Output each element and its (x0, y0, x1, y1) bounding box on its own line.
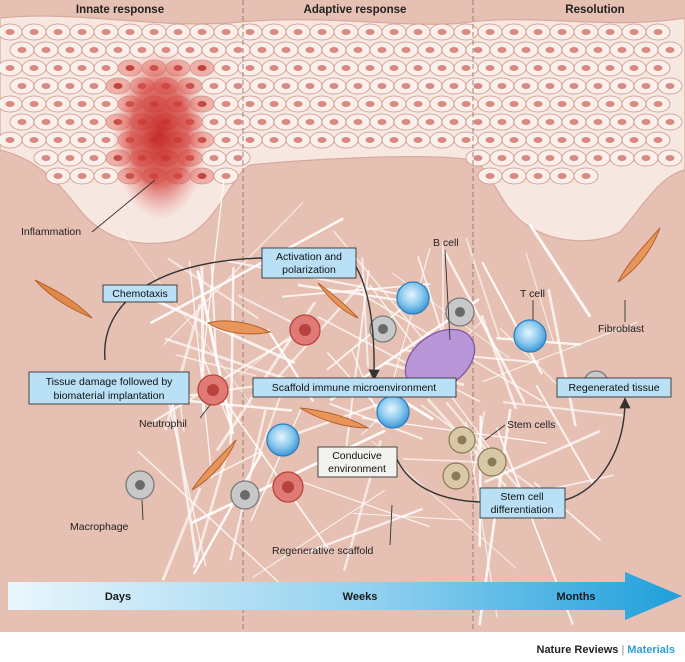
timeline-arrow (8, 572, 682, 620)
svg-text:environment: environment (328, 463, 386, 475)
svg-text:Conducive: Conducive (332, 450, 382, 462)
timeline-days: Days (105, 591, 131, 603)
box-tissue-damage: Tissue damage followed by biomaterial im… (28, 371, 190, 405)
svg-text:Stem cell: Stem cell (500, 491, 543, 503)
timeline-months: Months (556, 591, 595, 603)
svg-text:biomaterial implantation: biomaterial implantation (54, 390, 165, 402)
label-inflammation: Inflammation (21, 226, 81, 238)
svg-text:polarization: polarization (282, 264, 336, 276)
svg-text:Regenerated tissue: Regenerated tissue (568, 382, 659, 394)
box-stem-cell-differentiation: Stem cell differentiation (479, 487, 566, 519)
neutrophils (197, 314, 321, 503)
box-regenerated-tissue: Regenerated tissue (556, 377, 672, 398)
cycle-arrow-top (354, 264, 380, 381)
svg-text:differentiation: differentiation (491, 504, 554, 516)
credit-journal: Nature Reviews (536, 644, 619, 656)
macrophages (125, 297, 609, 510)
label-fibroblast: Fibroblast (598, 323, 644, 335)
fibroblast-cell (34, 227, 661, 491)
label-neutrophil: Neutrophil (139, 418, 187, 430)
box-conducive-environment: Conducive environment (317, 446, 398, 478)
t-cells (266, 281, 547, 457)
leader-lines (91, 179, 626, 546)
label-macrophage: Macrophage (70, 521, 129, 533)
timeline-weeks: Weeks (343, 591, 378, 603)
credit-separator: | (621, 644, 625, 656)
white-footer (0, 632, 685, 662)
cycle-arrow-bottom (394, 454, 481, 503)
epithelial-cells (0, 23, 683, 185)
label-t-cell: T cell (520, 288, 545, 300)
svg-text:Activation and: Activation and (276, 251, 342, 263)
regenerative-scaffold-fibers (120, 179, 638, 626)
svg-text:Chemotaxis: Chemotaxis (112, 288, 167, 300)
box-activation: Activation and polarization (261, 247, 357, 279)
cycle-arrow-right (564, 397, 631, 501)
inflammation-zone (112, 50, 208, 220)
label-stem-cells: Stem cells (507, 419, 555, 431)
label-b-cell: B cell (433, 237, 459, 249)
phase-innate: Innate response (76, 4, 164, 16)
stem-cells (442, 426, 507, 490)
phase-resolution: Resolution (565, 4, 624, 16)
journal-credit: Nature Reviews|Materials (537, 644, 676, 656)
svg-text:Scaffold immune microenvironme: Scaffold immune microenvironment (272, 382, 436, 394)
phase-adaptive: Adaptive response (304, 4, 407, 16)
box-scaffold-environment: Scaffold immune microenvironment (252, 377, 457, 398)
credit-section: Materials (627, 644, 675, 656)
svg-text:Tissue damage followed by: Tissue damage followed by (46, 376, 174, 388)
box-chemotaxis: Chemotaxis (102, 284, 178, 303)
label-regenerative-scaffold: Regenerative scaffold (272, 545, 374, 557)
